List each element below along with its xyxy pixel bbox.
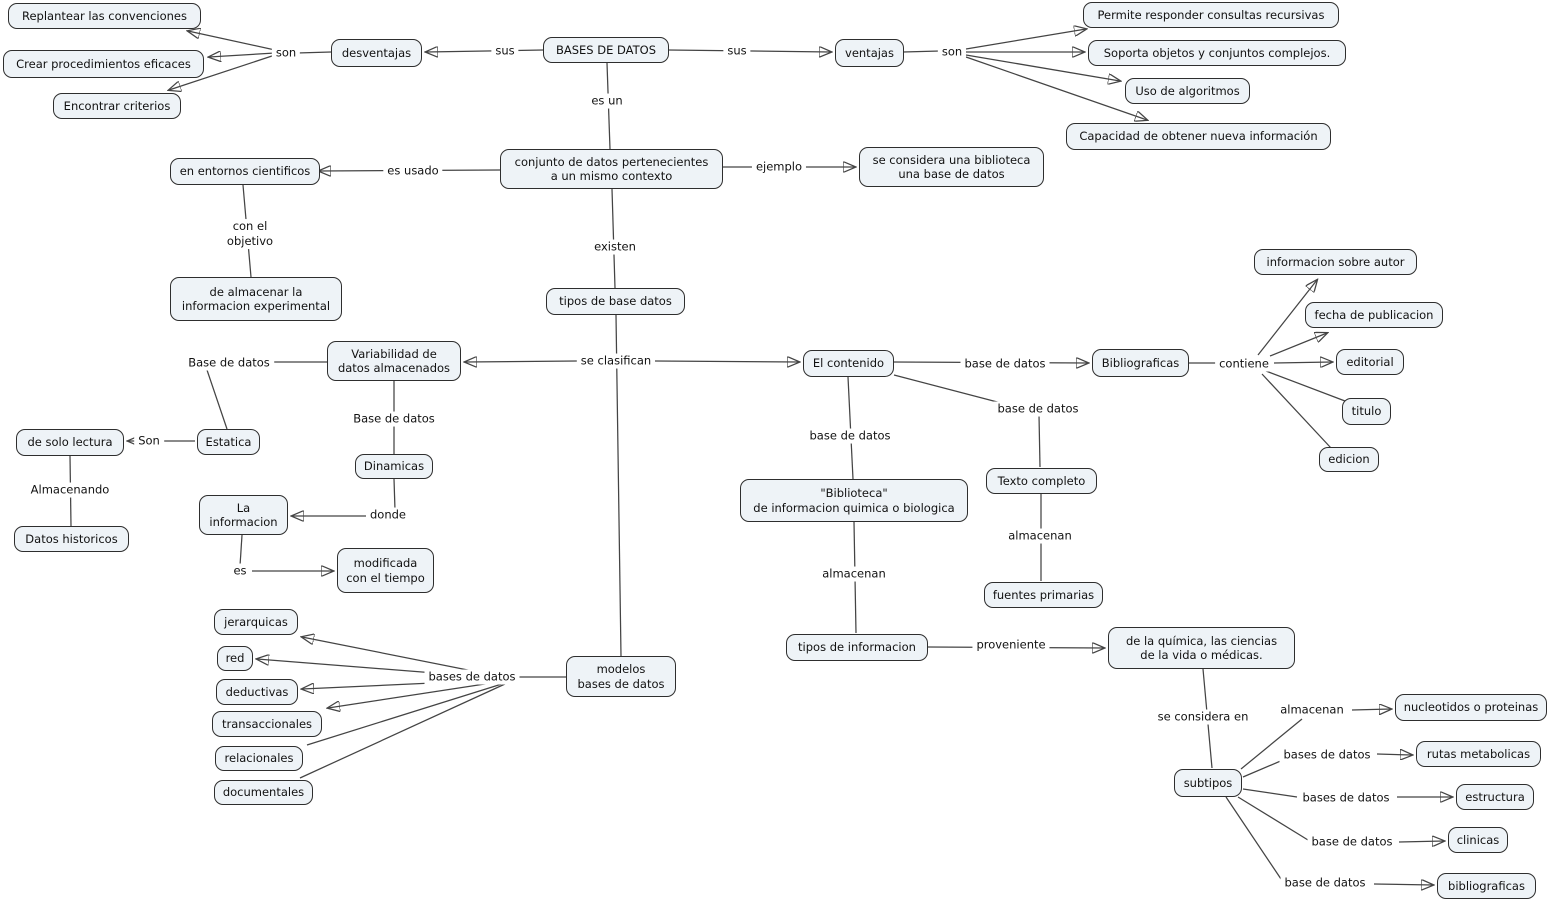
- node-replantear-las-convenciones: Replantear las convenciones: [8, 3, 201, 29]
- node-el-contenido: El contenido: [803, 350, 894, 377]
- link-label-base-de-datos-dinamicas: Base de datos: [349, 411, 439, 427]
- edges-models-fan: [257, 637, 566, 779]
- node-datos-historicos: Datos historicos: [14, 526, 129, 552]
- node-edicion: edicion: [1319, 447, 1379, 472]
- node-rutas-metabolicas: rutas metabolicas: [1416, 741, 1541, 767]
- link-label-base-de-datos-estatica: Base de datos: [184, 355, 274, 371]
- node-conjunto-de-datos: conjunto de datos pertenecientes a un mi…: [500, 149, 723, 189]
- link-label-sus-ventajas: sus: [723, 43, 751, 59]
- link-label-proveniente: proveniente: [972, 637, 1050, 653]
- node-modificada-con-el-tiempo: modificada con el tiempo: [337, 548, 434, 593]
- link-label-es-usado: es usado: [383, 163, 443, 179]
- node-clinicas: clinicas: [1448, 827, 1508, 853]
- node-relacionales: relacionales: [215, 746, 303, 771]
- node-red: red: [217, 646, 253, 671]
- link-label-almacenan-subtipos: almacenan: [1276, 702, 1348, 718]
- link-label-base-de-datos-texto: base de datos: [993, 401, 1083, 417]
- link-label-bases-de-datos-modelos: bases de datos: [424, 669, 520, 685]
- link-label-almacenan-texto: almacenan: [1004, 528, 1076, 544]
- link-label-base-de-datos-biblioteca: base de datos: [805, 428, 895, 444]
- node-bibliograficas: Bibliograficas: [1092, 349, 1189, 377]
- node-editorial: editorial: [1336, 349, 1404, 375]
- link-label-base-de-datos-bibliograficas2: base de datos: [1280, 875, 1370, 891]
- edges-subtipos-fan: [1225, 709, 1452, 885]
- node-modelos-bases-de-datos: modelos bases de datos: [566, 656, 676, 697]
- node-almacenar-informacion-experimental: de almacenar la informacion experimental: [170, 277, 342, 321]
- node-soporta-objetos: Soporta objetos y conjuntos complejos.: [1088, 40, 1346, 66]
- node-fuentes-primarias: fuentes primarias: [984, 582, 1103, 608]
- node-desventajas: desventajas: [331, 39, 422, 67]
- node-estructura: estructura: [1456, 784, 1534, 810]
- link-label-es-un: es un: [587, 93, 627, 109]
- link-label-son-desventajas: son: [271, 45, 301, 61]
- node-biblioteca-base-de-datos: se considera una biblioteca una base de …: [859, 147, 1044, 187]
- link-label-es: es: [229, 563, 251, 579]
- node-nucleotidos-o-proteinas: nucleotidos o proteinas: [1395, 694, 1547, 721]
- node-transaccionales: transaccionales: [212, 711, 322, 737]
- edges-top-left: [169, 31, 544, 90]
- node-estatica: Estatica: [197, 429, 260, 455]
- link-label-bases-de-datos-rutas: bases de datos: [1279, 747, 1375, 763]
- node-tipos-de-base-datos: tipos de base datos: [546, 288, 685, 315]
- node-deductivas: deductivas: [216, 679, 298, 705]
- node-informacion-sobre-autor: informacion sobre autor: [1254, 249, 1417, 275]
- node-en-entornos-cientificos: en entornos cientificos: [170, 158, 320, 185]
- node-documentales: documentales: [214, 780, 313, 805]
- link-label-almacenan-biblioteca: almacenan: [818, 566, 890, 582]
- node-texto-completo: Texto completo: [986, 468, 1097, 494]
- link-label-base-de-datos-bibliograficas: base de datos: [960, 356, 1050, 372]
- link-label-base-de-datos-clinicas: base de datos: [1307, 834, 1397, 850]
- node-bases-de-datos-root: BASES DE DATOS: [543, 37, 669, 63]
- link-label-son-estatica: Son: [134, 433, 164, 449]
- link-label-son-ventajas: son: [937, 44, 967, 60]
- node-tipos-de-informacion: tipos de informacion: [786, 634, 928, 661]
- link-label-se-considera-en: se considera en: [1153, 709, 1253, 725]
- node-titulo: titulo: [1342, 398, 1391, 425]
- link-label-ejemplo: ejemplo: [751, 159, 807, 175]
- link-label-existen: existen: [590, 239, 640, 255]
- node-encontrar-criterios: Encontrar criterios: [53, 93, 181, 119]
- node-capacidad-nueva-informacion: Capacidad de obtener nueva información: [1066, 123, 1331, 150]
- link-label-se-clasifican: se clasifican: [576, 353, 656, 369]
- link-label-con-el-objetivo: con el objetivo: [222, 219, 278, 249]
- link-label-sus-desventajas: sus: [491, 43, 519, 59]
- link-label-contiene: contiene: [1215, 356, 1273, 372]
- node-variabilidad-datos: Variabilidad de datos almacenados: [327, 341, 461, 381]
- node-subtipos: subtipos: [1174, 769, 1242, 797]
- node-uso-de-algoritmos: Uso de algoritmos: [1125, 78, 1250, 104]
- node-bibliograficas-subtipo: bibliograficas: [1437, 873, 1536, 899]
- node-de-solo-lectura: de solo lectura: [16, 429, 124, 456]
- node-crear-procedimientos-eficaces: Crear procedimientos eficaces: [3, 50, 204, 78]
- node-permite-responder-consultas: Permite responder consultas recursivas: [1083, 2, 1339, 28]
- link-label-bases-de-datos-estructura: bases de datos: [1298, 790, 1394, 806]
- node-dinamicas: Dinamicas: [355, 454, 433, 479]
- node-ventajas: ventajas: [835, 39, 904, 67]
- node-biblioteca-quimica-biologica: "Biblioteca" de informacion quimica o bi…: [740, 479, 968, 522]
- link-label-almacenando: Almacenando: [26, 482, 114, 498]
- node-jerarquicas: jerarquicas: [214, 609, 298, 635]
- node-quimica-ciencias-vida-medicas: de la química, las ciencias de la vida o…: [1108, 627, 1295, 669]
- node-fecha-de-publicacion: fecha de publicacion: [1305, 302, 1443, 328]
- node-la-informacion: La informacion: [199, 495, 288, 535]
- link-label-donde: donde: [366, 507, 410, 523]
